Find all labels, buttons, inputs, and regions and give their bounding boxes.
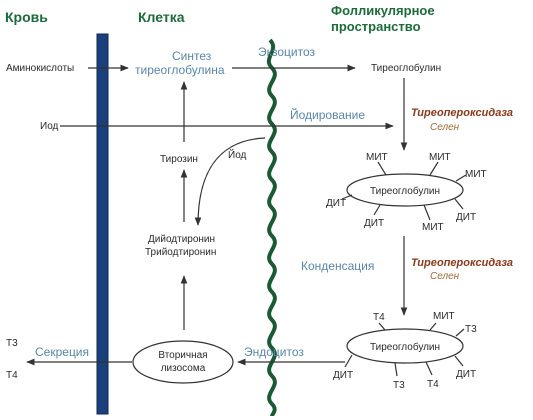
- thyroglobulin-ellipse-1: Тиреоглобулин: [341, 161, 467, 221]
- label-condensation: Конденсация: [301, 259, 374, 273]
- svg-text:Вторичная: Вторичная: [158, 350, 207, 361]
- label-iodination: Йодирование: [290, 107, 365, 122]
- label-t4-out: Т4: [6, 370, 18, 381]
- arrow-iodine-curve: [194, 137, 266, 226]
- enzyme-1-name: Тиреопероксидаза: [411, 107, 513, 119]
- ellipse-1-tag: ДИТ: [364, 218, 384, 229]
- label-iodine-inner: Йод: [228, 148, 247, 161]
- ellipse-2-tag: Т4: [427, 379, 439, 390]
- svg-text:Тиреоглобулин: Тиреоглобулин: [370, 185, 440, 197]
- ellipse-1-tag: МИТ: [429, 152, 451, 163]
- label-dit-1: Дийодтиронин: [148, 234, 215, 245]
- label-iodide-in: Иод: [40, 121, 59, 132]
- label-tyrosine: Тирозин: [160, 154, 198, 165]
- label-thyroglobulin-top: Тиреоглобулин: [371, 62, 441, 74]
- ellipse-2-tag: Т3: [393, 380, 405, 391]
- ellipse-1-tag: МИТ: [465, 169, 487, 180]
- header-cell: Клетка: [138, 9, 185, 25]
- ellipse-2-tag: ДИТ: [333, 370, 353, 381]
- ellipse-1-tag: МИТ: [422, 222, 444, 233]
- ellipse-2-tag: МИТ: [433, 311, 455, 322]
- enzyme-2-cofactor: Селен: [430, 271, 460, 282]
- apical-membrane: [266, 38, 277, 417]
- svg-text:лизосома: лизосома: [161, 363, 206, 374]
- ellipse-2-tag: ДИТ: [456, 369, 476, 380]
- ellipse-1-tag: ДИТ: [326, 198, 346, 209]
- header-follicular-1: Фолликулярное: [331, 3, 435, 18]
- label-secretion: Секреция: [35, 345, 89, 359]
- basolateral-membrane: [96, 33, 109, 415]
- thyroglobulin-ellipse-2: Тиреоглобулин: [344, 322, 465, 377]
- ellipse-2-tag: Т4: [373, 312, 385, 323]
- secondary-lysosome: Вторичная лизосома: [132, 340, 234, 384]
- svg-text:Тиреоглобулин: Тиреоглобулин: [370, 341, 440, 353]
- ellipse-1-tag: ДИТ: [456, 212, 476, 223]
- label-amino-acids: Аминокислоты: [6, 63, 74, 74]
- label-synthesis-1: Синтез: [172, 49, 212, 63]
- label-endocytosis: Эндоцитоз: [244, 345, 304, 359]
- header-follicular-2: пространство: [331, 19, 421, 34]
- ellipse-1-tag: МИТ: [366, 152, 388, 163]
- label-exocytosis: Экзоцитоз: [258, 45, 316, 59]
- header-blood: Кровь: [5, 9, 48, 25]
- label-dit-2: Трийодтиронин: [145, 247, 216, 258]
- label-synthesis-2: тиреоглобулина: [135, 63, 225, 77]
- enzyme-2-name: Тиреопероксидаза: [411, 257, 513, 269]
- enzyme-1-cofactor: Селен: [430, 122, 460, 133]
- label-t3-out: Т3: [6, 338, 18, 349]
- ellipse-2-tag: Т3: [465, 324, 477, 335]
